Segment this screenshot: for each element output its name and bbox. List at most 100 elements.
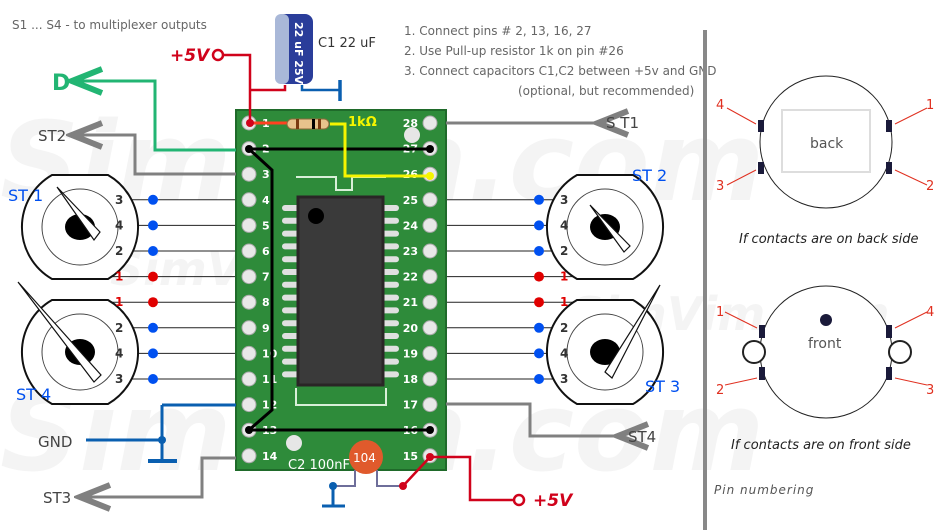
pin-numbering-panel: back 4 1 3 2 If contacts are on back sid…	[703, 30, 934, 530]
encoder-name: ST 2	[632, 166, 667, 185]
plus5v-bottom-label: +5V	[533, 491, 574, 511]
encoder-pointer	[17, 281, 102, 383]
pin-label: 5	[262, 219, 270, 232]
pin-label: 8	[262, 296, 270, 309]
pin-label: 11	[262, 373, 277, 386]
encoder-pointer	[589, 204, 631, 253]
multiplexer-chip	[296, 195, 385, 387]
plus5v-top-label: +5V	[170, 46, 211, 66]
encoder-pin-label: 4	[115, 218, 123, 232]
pin-label: 18	[403, 373, 418, 386]
pin-label: 17	[403, 399, 418, 412]
pin-label: 21	[403, 296, 418, 309]
svg-text:front: front	[808, 336, 842, 352]
wire-dot	[148, 246, 158, 256]
pin-label: 19	[403, 347, 418, 360]
capacitor-c1: 22 uF 25V C1 22 uF	[275, 14, 376, 85]
pad-right-28	[422, 115, 438, 131]
pad-right-18	[422, 371, 438, 387]
encoder-st1: ST 1 3 4 2 1	[8, 174, 140, 284]
pad-left-4	[241, 192, 257, 208]
svg-text:22 uF 25V: 22 uF 25V	[292, 22, 305, 85]
pad-left-5	[241, 217, 257, 233]
encoder-st2: ST 2 3 4 2 1	[545, 166, 667, 284]
pin-label: 3	[262, 168, 270, 181]
encoder-pin-label: 1	[560, 270, 568, 284]
pad-left-11	[241, 371, 257, 387]
encoder-pin-label: 3	[115, 372, 123, 386]
encoder-pin-label: 4	[115, 346, 123, 360]
pin-label: 12	[262, 399, 277, 412]
pin-label: 4	[262, 194, 270, 207]
pad-right-19	[422, 345, 438, 361]
svg-text:2: 2	[926, 179, 934, 194]
d-label: D	[52, 71, 70, 96]
power-top: +5V	[170, 46, 342, 127]
encoder-pin-label: 3	[115, 193, 123, 207]
wire-dot	[148, 374, 158, 384]
encoder-pin-label: 1	[560, 295, 568, 309]
pad-left-10	[241, 345, 257, 361]
pad-left-14	[241, 448, 257, 464]
gnd-label: GND	[38, 433, 72, 451]
svg-text:2: 2	[716, 383, 724, 398]
encoder-pin-label: 2	[115, 321, 123, 335]
pad-left-7	[241, 269, 257, 285]
st1-right-label: S T1	[606, 114, 639, 132]
capacitor-c2: 104 C2 100nF +5V	[288, 440, 574, 511]
pad-left-12	[241, 397, 257, 413]
pin-label: 14	[262, 450, 278, 463]
encoder-pin-label: 3	[560, 193, 568, 207]
pin-label: 9	[262, 322, 270, 335]
wire-dot	[148, 348, 158, 359]
encoder-pointer	[604, 284, 661, 379]
svg-text:4: 4	[926, 305, 934, 320]
st4-right-label: ST4	[628, 428, 656, 446]
jumper-wires	[245, 121, 434, 434]
encoder-pin-label: 1	[115, 270, 123, 284]
instruction-1: 1. Connect pins # 2, 13, 16, 27	[404, 24, 592, 38]
svg-text:4: 4	[716, 98, 724, 113]
encoder-pin-label: 4	[560, 346, 568, 360]
encoder-pin-label: 2	[115, 244, 123, 258]
wire-dot	[148, 194, 158, 205]
encoder-pin-label: 4	[560, 218, 568, 232]
encoder-pin-label: 2	[560, 321, 568, 335]
wire-dot	[534, 194, 544, 205]
pin-label: 25	[403, 194, 418, 207]
pad-right-24	[422, 217, 438, 233]
signal-lines	[72, 81, 618, 497]
encoder-shaft	[590, 339, 620, 365]
encoder-pin-label: 2	[560, 244, 568, 258]
wire-dot	[534, 348, 544, 359]
encoder-back-view: back 4 1 3 2 If contacts are on back sid…	[716, 75, 934, 247]
svg-text:1: 1	[716, 305, 724, 320]
wire-dot	[148, 220, 158, 231]
st2-left-label: ST2	[38, 127, 66, 145]
wire-dot	[534, 374, 544, 384]
wire-dot	[534, 297, 544, 308]
pad-left-6	[241, 243, 257, 259]
pad-left-9	[241, 320, 257, 336]
pad-left-3	[241, 166, 257, 182]
encoder-name: ST 4	[16, 385, 51, 404]
wire-dot	[534, 220, 544, 231]
svg-text:If contacts are on back side: If contacts are on back side	[739, 232, 919, 247]
pad-right-17	[422, 397, 438, 413]
encoder-st4: ST 4 1 2 4 3	[16, 281, 140, 405]
encoder-pointer	[56, 186, 101, 242]
encoder-pin-label: 1	[115, 295, 123, 309]
wire-dot	[534, 322, 544, 333]
instruction-2: 2. Use Pull-up resistor 1k on pin #26	[404, 44, 624, 58]
pin-label: 10	[262, 347, 278, 360]
pad-right-21	[422, 294, 438, 310]
svg-text:3: 3	[716, 179, 724, 194]
svg-text:1kΩ: 1kΩ	[348, 115, 377, 130]
encoder-front-view: front 1 4 2 3 If contacts are on front s…	[716, 285, 934, 453]
encoder-name: ST 1	[8, 186, 43, 205]
pin-label: 20	[403, 322, 419, 335]
chip-pin1-dot	[308, 208, 324, 224]
pin-label: 15	[403, 450, 418, 463]
